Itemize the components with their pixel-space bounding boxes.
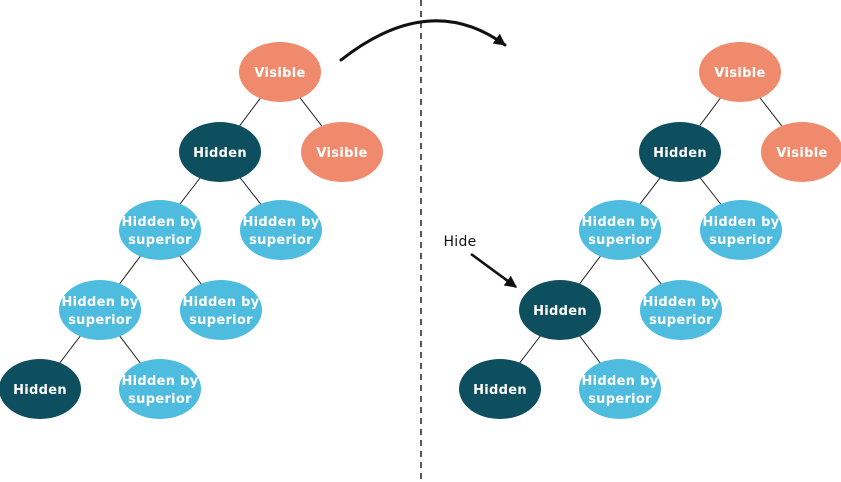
tree-node-visible: Visible (239, 42, 321, 102)
node-label: Visible (316, 146, 367, 161)
node-label: Visible (776, 146, 827, 161)
transition-arrow (339, 19, 507, 62)
node-ellipse (519, 280, 601, 340)
node-label: Visible (714, 66, 765, 81)
node-ellipse (0, 359, 81, 419)
node-ellipse (119, 200, 201, 260)
node-label: Hidden (653, 146, 707, 161)
tree-node-visible: Visible (761, 122, 841, 182)
tree-node-hidden: Hidden (179, 122, 261, 182)
tree-node-hidden: Hidden (459, 359, 541, 419)
node-ellipse (579, 359, 661, 419)
node-label: Hidden (13, 383, 67, 398)
node-ellipse (640, 280, 722, 340)
tree-node-hidden: Hidden (0, 359, 81, 419)
node-ellipse (699, 42, 781, 102)
node-ellipse (700, 200, 782, 260)
node-ellipse (761, 122, 841, 182)
node-label: Visible (254, 66, 305, 81)
node-ellipse (59, 280, 141, 340)
node-ellipse (459, 359, 541, 419)
node-label: Hidden (533, 304, 587, 319)
hide-annotation-label: Hide (443, 234, 476, 250)
tree-node-hidden: Hidden (519, 280, 601, 340)
node-ellipse (179, 122, 261, 182)
node-label: Hidden (473, 383, 527, 398)
node-ellipse (639, 122, 721, 182)
node-ellipse (239, 42, 321, 102)
node-ellipse (180, 280, 262, 340)
tree-node-visible: Visible (699, 42, 781, 102)
node-label: Hidden (193, 146, 247, 161)
node-ellipse (240, 200, 322, 260)
tree-node-hidden: Hidden (639, 122, 721, 182)
node-ellipse (301, 122, 383, 182)
tree-node-visible: Visible (301, 122, 383, 182)
hide-annotation-arrow (470, 252, 517, 289)
node-ellipse (579, 200, 661, 260)
node-ellipse (119, 359, 201, 419)
